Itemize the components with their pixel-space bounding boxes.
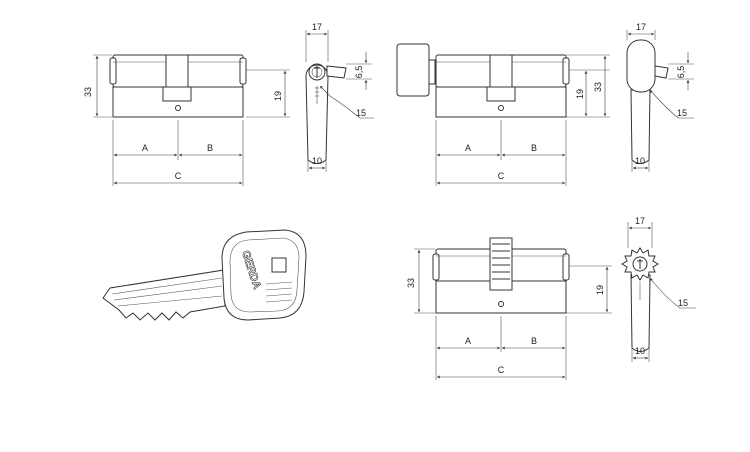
- cylinder-standard-body: [109, 54, 247, 118]
- dim-cam-label: 19: [575, 89, 585, 99]
- end-width-label: 17: [312, 22, 322, 32]
- dim-b-label: B: [531, 336, 537, 346]
- dim-c-label: C: [498, 365, 505, 375]
- cylinder-knob-end-view: [626, 39, 669, 164]
- dim-c-label: C: [498, 171, 505, 181]
- end-radius-label: 15: [356, 108, 366, 118]
- cylinder-standard-drawing: 33 19 A B C 17: [83, 22, 374, 186]
- dim-a-label: A: [465, 336, 471, 346]
- dim-b-label: B: [207, 143, 213, 153]
- dim-height-label: 33: [83, 87, 93, 97]
- end-radius-label: 15: [678, 298, 688, 308]
- cylinder-standard-end-view: [305, 63, 347, 164]
- end-bottom-label: 10: [635, 156, 645, 166]
- dim-cam-label: 19: [595, 285, 605, 295]
- end-bottom-label: 10: [312, 156, 322, 166]
- dim-b-label: B: [531, 143, 537, 153]
- cylinder-gear-end-view: [621, 247, 659, 352]
- end-width-label: 17: [636, 22, 646, 32]
- dim-height-label: 33: [406, 278, 416, 288]
- cylinder-knob-body: [396, 43, 570, 118]
- end-radius-label: 15: [677, 108, 687, 118]
- key-drawing: GERDA: [102, 229, 307, 321]
- cylinder-gear-body: [432, 237, 570, 314]
- cylinder-gear-drawing: 33 19 A B C 17 15 10: [406, 216, 696, 380]
- end-offset-label: 6,5: [676, 66, 686, 79]
- dim-height-label: 33: [593, 82, 603, 92]
- dim-cam-label: 19: [273, 91, 283, 101]
- cylinder-knob-drawing: 19 33 A B C 17 6,5 15 10: [396, 22, 694, 186]
- dim-a-label: A: [142, 143, 148, 153]
- dim-a-label: A: [465, 143, 471, 153]
- end-width-label: 17: [635, 216, 645, 226]
- dim-c-label: C: [175, 171, 182, 181]
- end-bottom-label: 10: [635, 346, 645, 356]
- end-offset-label: 6,5: [354, 66, 364, 79]
